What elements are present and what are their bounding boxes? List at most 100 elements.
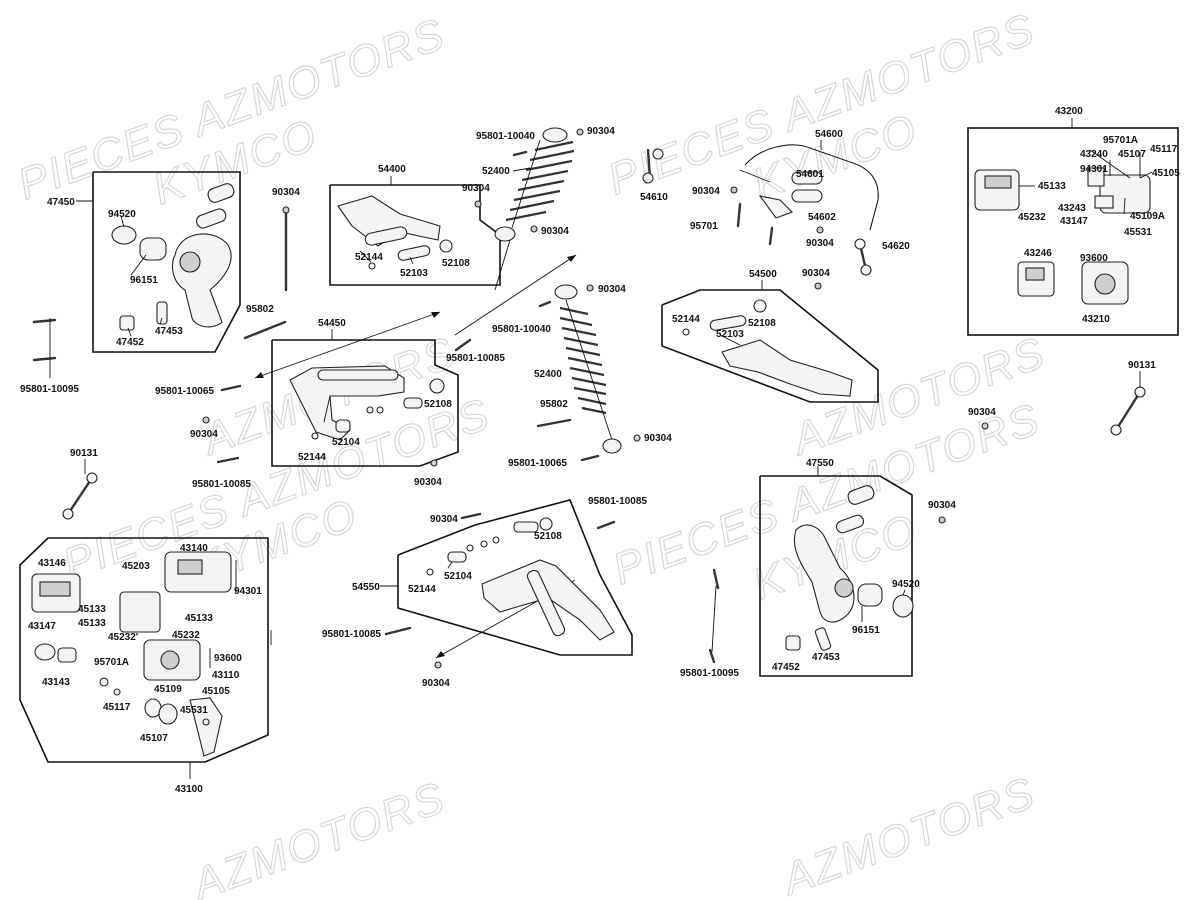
arrow-head xyxy=(255,372,264,378)
collar-part xyxy=(785,635,801,651)
part-label: 90131 xyxy=(1128,360,1156,371)
part-label: 52103 xyxy=(716,329,744,340)
caliper-pad xyxy=(984,175,1012,189)
part-label: 95801-10065 xyxy=(155,386,214,397)
bolt-parts-right xyxy=(708,568,720,664)
part-label: 54601 xyxy=(796,169,824,180)
nut xyxy=(576,128,584,136)
part-label: 47452 xyxy=(116,337,144,348)
spacer-part xyxy=(814,627,832,651)
part-label: 90304 xyxy=(422,678,450,689)
part-label: 95801-10085 xyxy=(446,353,505,364)
part-label: 93600 xyxy=(1080,253,1108,264)
shock-top-eye xyxy=(554,284,578,300)
part-label: 43110 xyxy=(212,670,240,681)
part-label: 52108 xyxy=(748,318,776,329)
part-label: 54610 xyxy=(640,192,668,203)
part-label: 52144 xyxy=(672,314,700,325)
shock-spring xyxy=(505,140,575,222)
part-label: 95801-10095 xyxy=(20,384,79,395)
watermark-text: AZMOTORS xyxy=(184,773,452,900)
pin-part xyxy=(195,208,227,229)
seal xyxy=(158,703,178,725)
part-label: 47452 xyxy=(772,662,800,673)
group-box-43100 xyxy=(19,537,272,779)
part-label: 52103 xyxy=(400,268,428,279)
part-label: 95801-10040 xyxy=(492,324,551,335)
part-label: 43200 xyxy=(1055,106,1083,117)
washer xyxy=(426,568,434,576)
link-end xyxy=(642,172,654,184)
part-label: 93600 xyxy=(214,653,242,664)
washer-part xyxy=(368,262,376,270)
rear-lower-arm xyxy=(481,559,615,641)
clip xyxy=(202,718,210,726)
part-label: 45109A xyxy=(1130,211,1165,222)
part-label: 52400 xyxy=(482,166,510,177)
bolt xyxy=(220,384,242,392)
link-end xyxy=(1110,424,1122,436)
part-label: 90304 xyxy=(802,268,830,279)
part-label: 95801-10065 xyxy=(508,458,567,469)
washer xyxy=(311,432,319,440)
bar-bush xyxy=(791,189,823,203)
group-43100-parts xyxy=(31,551,237,757)
part-label: 95701A xyxy=(94,657,129,668)
washer xyxy=(480,540,488,548)
bolt-95801 xyxy=(32,318,57,324)
knuckle-part xyxy=(171,233,232,328)
bushing-part xyxy=(847,485,875,505)
part-label: 90304 xyxy=(968,407,996,418)
part-label: 96151 xyxy=(852,625,880,636)
part-label: 90304 xyxy=(598,284,626,295)
part-label: 90304 xyxy=(644,433,672,444)
part-label: 54600 xyxy=(815,129,843,140)
part-label: 94520 xyxy=(108,209,136,220)
part-label: 52144 xyxy=(355,252,383,263)
part-label: 95701A xyxy=(1103,135,1138,146)
part-label: 45133 xyxy=(78,604,106,615)
nut xyxy=(430,459,438,467)
bolt-95801 xyxy=(32,356,57,362)
nut xyxy=(530,225,538,233)
pad-spring xyxy=(189,697,223,757)
rear-upper-arm xyxy=(721,339,853,397)
part-label: 45107 xyxy=(1118,149,1146,160)
sleeve xyxy=(57,647,77,663)
part-label: 45109 xyxy=(154,684,182,695)
bolt xyxy=(538,300,552,308)
part-label: 90131 xyxy=(70,448,98,459)
arm-tube-part xyxy=(364,226,408,246)
part-label: 90304 xyxy=(430,514,458,525)
part-label: 54400 xyxy=(378,164,406,175)
part-label: 90304 xyxy=(190,429,218,440)
piston-bore xyxy=(160,650,180,670)
group-box-54500 xyxy=(661,280,879,403)
part-label: 95801-10095 xyxy=(680,668,739,679)
seal-ring-part xyxy=(892,594,914,618)
rear-knuckle xyxy=(794,524,855,623)
part-label: 45133 xyxy=(185,613,213,624)
part-label: 95802 xyxy=(246,304,274,315)
link-end xyxy=(86,472,98,484)
side-link-parts xyxy=(62,371,1146,520)
sleeve xyxy=(447,551,467,563)
nut xyxy=(816,226,824,234)
link-end xyxy=(652,148,664,160)
part-label: 95801-10085 xyxy=(588,496,647,507)
link-rod-90131 xyxy=(66,476,94,516)
part-label: 95801-10085 xyxy=(192,479,251,490)
washer xyxy=(113,688,121,696)
part-label: 43146 xyxy=(38,558,66,569)
nut xyxy=(474,200,482,208)
part-label: 43147 xyxy=(1060,216,1088,227)
bolt xyxy=(384,626,412,636)
part-label: 47450 xyxy=(47,197,75,208)
stabilizer-bar-group xyxy=(642,140,879,290)
part-label: 43100 xyxy=(175,784,203,795)
part-label: 45117 xyxy=(103,702,131,713)
part-label: 45105 xyxy=(1152,168,1180,179)
part-label: 52108 xyxy=(534,531,562,542)
watermark-text: AZMOTORS xyxy=(774,768,1042,900)
